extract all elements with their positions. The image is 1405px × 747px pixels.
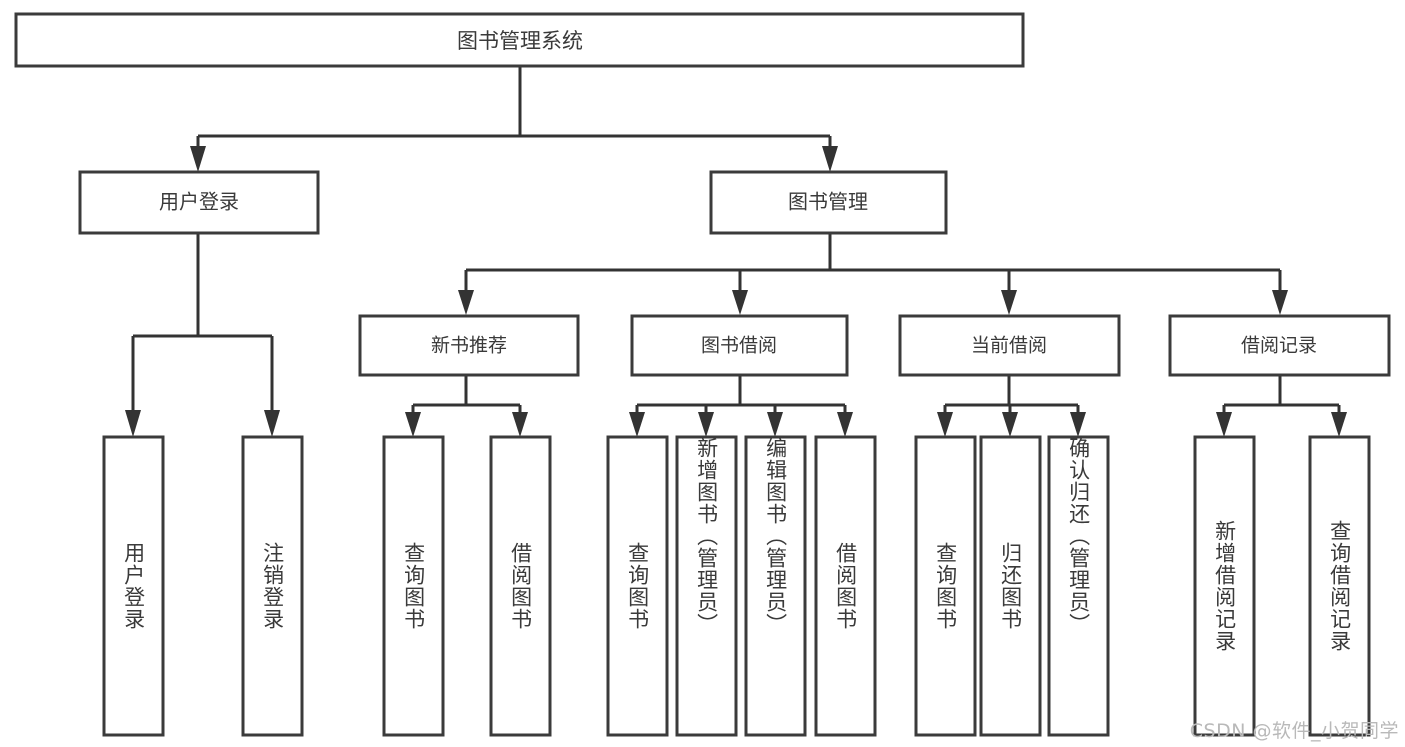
node-root-box[interactable]: [14, 12, 1025, 68]
leaf-box-current-borrow-0[interactable]: [914, 435, 977, 737]
leaf-box-user-login-1[interactable]: [241, 435, 304, 737]
node-book-manage[interactable]: 图书管理: [709, 170, 948, 235]
leaf-box-book-borrow-0[interactable]: [606, 435, 669, 737]
arrow-head-bookborrow-0: [629, 412, 645, 437]
arrow-head-currentborrow-0: [937, 412, 953, 437]
connector-group-book-borrow: [629, 375, 853, 437]
arrow-head-borrowrecord-1: [1331, 412, 1347, 437]
node-book-manage-box[interactable]: [709, 170, 948, 235]
arrow-head-bookmanage-2: [1001, 290, 1017, 315]
arrow-head-bookborrow-1: [698, 412, 714, 437]
node-book-borrow-label: 图书借阅: [701, 335, 777, 357]
node-user-login-box[interactable]: [78, 170, 320, 235]
leaf-box-new-book-1[interactable]: [489, 435, 552, 737]
connector-group-new-book: [405, 375, 528, 437]
arrow-head-bookborrow-2: [767, 412, 783, 437]
arrow-head-newbook-0: [405, 412, 421, 437]
arrow-head-currentborrow-1: [1002, 412, 1018, 437]
arrow-head-root-0: [190, 146, 206, 172]
node-root-label: 图书管理系统: [457, 29, 583, 53]
connector-group-current-borrow: [937, 375, 1086, 437]
connector-group-borrow-record: [1216, 375, 1347, 437]
node-root[interactable]: 图书管理系统: [14, 12, 1025, 68]
node-book-manage-label: 图书管理: [788, 190, 868, 214]
arrow-head-userlogin-0: [125, 410, 141, 437]
node-book-borrow[interactable]: 图书借阅: [630, 314, 849, 377]
arrow-head-bookmanage-1: [732, 290, 748, 315]
node-borrow-record-label: 借阅记录: [1241, 335, 1317, 357]
arrow-head-bookmanage-0: [458, 290, 474, 315]
node-borrow-record[interactable]: 借阅记录: [1168, 314, 1391, 377]
leaf-box-book-borrow-2[interactable]: [744, 435, 807, 737]
leaf-box-current-borrow-2[interactable]: [1047, 435, 1110, 737]
connector-group-root: [190, 66, 838, 172]
leaf-box-book-borrow-3[interactable]: [814, 435, 877, 737]
node-new-book-recommend-label: 新书推荐: [431, 335, 507, 357]
leaf-box-book-borrow-1[interactable]: [675, 435, 738, 737]
arrow-head-bookborrow-3: [837, 412, 853, 437]
leaf-box-borrow-record-0[interactable]: [1193, 435, 1256, 737]
arrow-head-currentborrow-2: [1070, 412, 1086, 437]
arrow-head-root-1: [822, 146, 838, 172]
node-new-book-recommend[interactable]: 新书推荐: [358, 314, 580, 377]
node-new-book-recommend-box[interactable]: [358, 314, 580, 377]
leaf-box-user-login-0[interactable]: [102, 435, 165, 737]
leaf-box-new-book-0[interactable]: [382, 435, 445, 737]
node-user-login-label: 用户登录: [159, 190, 239, 214]
node-current-borrow-box[interactable]: [898, 314, 1121, 377]
leaf-box-borrow-record-1[interactable]: [1308, 435, 1371, 737]
node-borrow-record-box[interactable]: [1168, 314, 1391, 377]
leaf-box-current-borrow-1[interactable]: [979, 435, 1042, 737]
watermark-label: CSDN @软件_小贺同学: [1189, 720, 1399, 742]
node-current-borrow[interactable]: 当前借阅: [898, 314, 1121, 377]
arrow-head-userlogin-1: [264, 410, 280, 437]
node-book-borrow-box[interactable]: [630, 314, 849, 377]
node-user-login[interactable]: 用户登录: [78, 170, 320, 235]
arrow-head-newbook-1: [512, 412, 528, 437]
connector-group-user-login: [125, 233, 280, 437]
arrow-head-borrowrecord-0: [1216, 412, 1232, 437]
node-current-borrow-label: 当前借阅: [971, 335, 1047, 357]
connector-group-book-manage: [458, 233, 1288, 315]
arrow-head-bookmanage-3: [1272, 290, 1288, 315]
